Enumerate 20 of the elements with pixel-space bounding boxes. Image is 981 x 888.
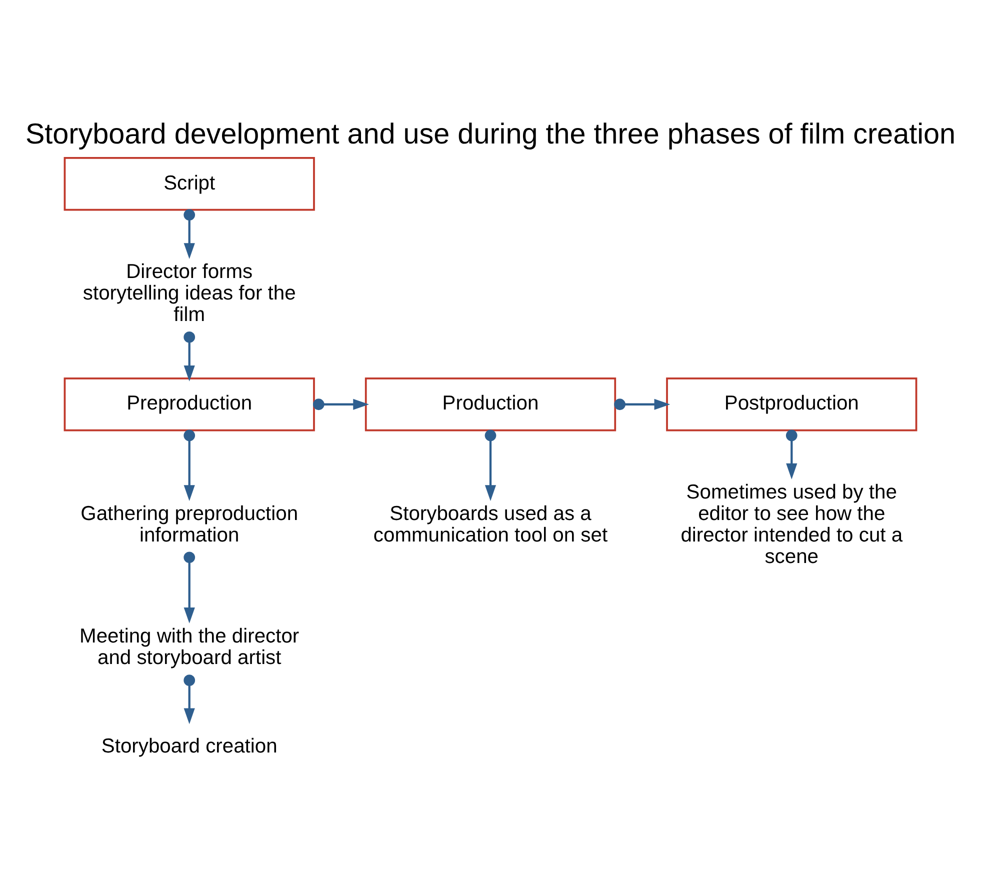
diagram-title: Storyboard development and use during the three phases of film creation <box>25 118 956 151</box>
arrow <box>184 209 196 259</box>
node-text: Storyboard creation <box>101 736 278 758</box>
arrow <box>184 331 196 382</box>
arrow <box>184 430 196 501</box>
arrow <box>786 430 798 480</box>
node-text: Gathering preproduction information <box>80 502 298 547</box>
node-text: Director forms storytelling ideas for the film <box>82 260 296 326</box>
node-text: Sometimes used by the editor to see how the director intended to cut a scene <box>680 481 903 568</box>
arrow <box>312 398 370 410</box>
node-text: Meeting with the director and storyboard artist <box>80 625 300 670</box>
node-box: Postproduction <box>666 378 918 432</box>
arrow <box>184 674 196 724</box>
node-box: Production <box>364 378 616 432</box>
arrow <box>614 398 670 410</box>
node-box: Preproduction <box>64 378 315 432</box>
arrow <box>484 430 496 501</box>
arrow <box>184 552 196 624</box>
node-text: Storyboards used as a communication tool on set <box>373 502 608 547</box>
node-box: Script <box>64 157 315 211</box>
